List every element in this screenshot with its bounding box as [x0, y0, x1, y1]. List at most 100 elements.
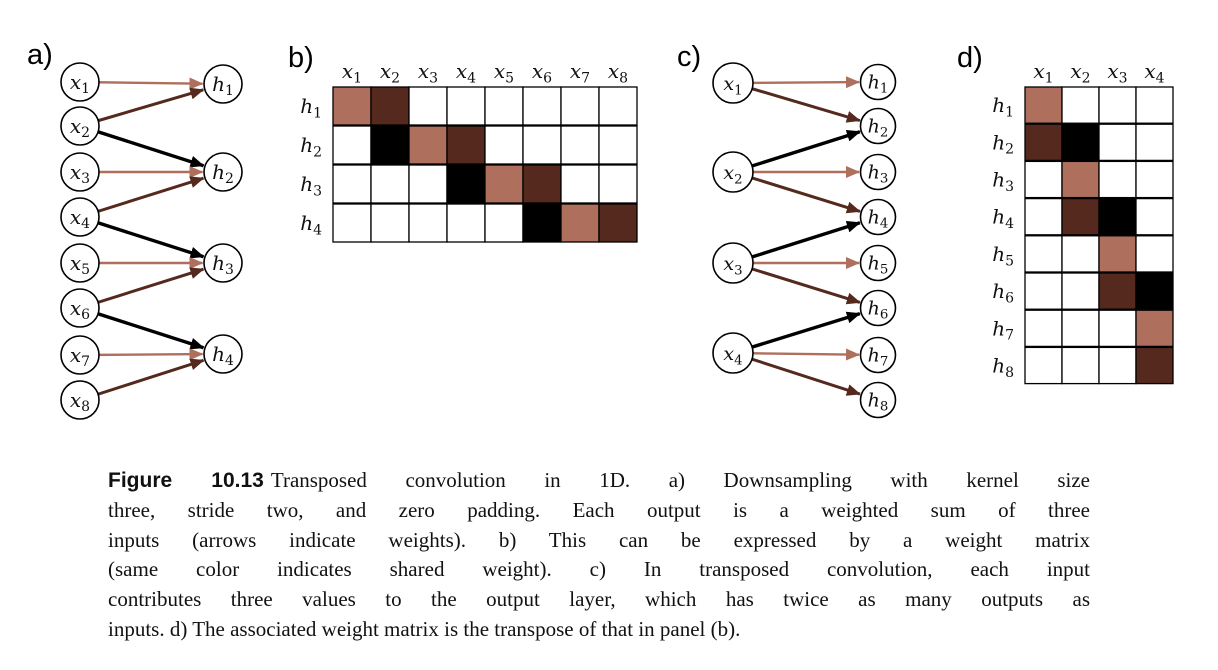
- edge-c-x4-h6: [732, 311, 861, 355]
- col-label-b-x7: x7: [570, 59, 590, 86]
- row-label-d-h6: h6: [992, 279, 1014, 306]
- node-label-c-x2: x2: [723, 162, 742, 187]
- cell-b-h4-x2-empty: [370, 203, 410, 243]
- cell-b-h1-x7-empty: [560, 86, 600, 126]
- row-label-b-h3: h3: [300, 172, 322, 199]
- panel-label-a: a): [27, 39, 53, 71]
- cell-d-h1-x1-weight-omega2-salmon: [1024, 86, 1063, 124]
- cell-b-h1-x3-empty: [408, 86, 448, 126]
- node-c-x1: [712, 62, 754, 104]
- cell-d-h3-x4-empty: [1135, 160, 1174, 199]
- cell-d-h4-x3-weight-omega1-black: [1098, 197, 1137, 236]
- node-c-h8: [859, 381, 897, 419]
- cell-b-h3-x2-empty: [370, 164, 410, 204]
- node-a-x6: [60, 288, 100, 328]
- cell-b-h2-x7-empty: [560, 125, 600, 165]
- row-label-d-h5: h5: [992, 242, 1014, 269]
- cell-b-h4-x6-weight-omega1-black: [522, 203, 562, 243]
- cell-d-h4-x4-empty: [1135, 197, 1174, 236]
- edge-c-x1-h2: [732, 81, 861, 123]
- row-label-d-h7: h7: [992, 316, 1014, 343]
- cell-b-h4-x4-empty: [446, 203, 486, 243]
- edge-a-x7-h4: [79, 348, 204, 361]
- edge-a-x6-h3: [79, 267, 205, 310]
- node-c-h5: [859, 244, 897, 282]
- caption-line-3: inputs (arrows indicate weights). b) Thi…: [108, 527, 1090, 552]
- cell-d-h8-x4-weight-omega3-brown: [1135, 346, 1174, 385]
- node-label-a-h1: h1: [212, 72, 234, 99]
- node-a-h1: [203, 64, 243, 104]
- edge-c-x4-h8: [732, 351, 861, 396]
- node-label-a-x1: x1: [70, 70, 90, 97]
- cell-b-h1-x8-empty: [598, 86, 638, 126]
- node-label-a-x8: x8: [70, 388, 90, 415]
- panel-label-c: c): [677, 41, 701, 73]
- node-c-h1: [859, 63, 897, 101]
- cell-d-h7-x4-weight-omega2-salmon: [1135, 309, 1174, 348]
- node-a-x7: [60, 335, 100, 375]
- node-label-c-h8: h8: [868, 389, 889, 414]
- node-c-x3: [712, 242, 754, 284]
- node-c-h7: [859, 336, 897, 374]
- node-label-c-h4: h4: [868, 206, 889, 231]
- cell-b-h2-x2-weight-omega1-black: [370, 125, 410, 165]
- node-c-h4: [859, 198, 897, 236]
- cell-b-h4-x3-empty: [408, 203, 448, 243]
- col-label-b-x4: x4: [456, 59, 476, 86]
- cell-b-h3-x1-empty: [332, 164, 372, 204]
- row-label-d-h8: h8: [992, 354, 1014, 381]
- cell-b-h1-x4-empty: [446, 86, 486, 126]
- node-a-h3: [203, 243, 243, 283]
- node-label-c-h6: h6: [868, 297, 889, 322]
- cell-b-h1-x6-empty: [522, 86, 562, 126]
- node-a-x8: [60, 380, 100, 420]
- node-label-c-h5: h5: [868, 252, 889, 277]
- cell-d-h8-x1-empty: [1024, 346, 1063, 385]
- edge-a-x6-h4: [79, 306, 205, 350]
- cell-b-h3-x3-empty: [408, 164, 448, 204]
- cell-d-h5-x3-weight-omega2-salmon: [1098, 235, 1137, 273]
- node-label-c-x3: x3: [723, 253, 742, 278]
- col-label-b-x2: x2: [380, 59, 400, 86]
- node-c-x2: [712, 151, 754, 193]
- cell-d-h2-x4-empty: [1135, 123, 1174, 162]
- node-a-x2: [60, 106, 100, 146]
- cell-d-h3-x2-weight-omega2-salmon: [1061, 160, 1100, 199]
- cell-d-h4-x1-empty: [1024, 197, 1063, 236]
- cell-d-h6-x2-empty: [1061, 272, 1100, 310]
- cell-b-h3-x6-weight-omega3-brown: [522, 164, 562, 204]
- cell-b-h2-x1-empty: [332, 125, 372, 165]
- node-label-a-x6: x6: [70, 296, 90, 323]
- node-a-h4: [203, 334, 243, 374]
- edge-a-x8-h4: [79, 358, 205, 402]
- node-label-a-x4: x4: [70, 205, 90, 232]
- cell-d-h6-x3-weight-omega3-brown: [1098, 272, 1137, 310]
- cell-b-h3-x7-empty: [560, 164, 600, 204]
- node-label-a-h2: h2: [212, 160, 234, 187]
- panel-label-b: b): [288, 42, 314, 74]
- cell-b-h4-x1-empty: [332, 203, 372, 243]
- node-label-c-h2: h2: [868, 115, 889, 140]
- cell-b-h1-x1-weight-omega2-salmon: [332, 86, 372, 126]
- node-label-a-x2: x2: [70, 114, 90, 141]
- node-c-h3: [859, 153, 897, 191]
- row-label-d-h1: h1: [992, 93, 1014, 120]
- node-label-a-h4: h4: [212, 342, 234, 369]
- row-label-b-h2: h2: [300, 133, 322, 160]
- caption-figure-number: Figure 10.13: [108, 469, 264, 492]
- cell-b-h2-x8-empty: [598, 125, 638, 165]
- cell-d-h2-x3-empty: [1098, 123, 1137, 162]
- caption-line-5: contributes three values to the output l…: [108, 587, 1090, 612]
- cell-b-h1-x5-empty: [484, 86, 524, 126]
- row-label-d-h2: h2: [992, 130, 1014, 157]
- node-a-x4: [60, 197, 100, 237]
- edge-c-x1-h1: [732, 76, 860, 89]
- cell-b-h2-x5-empty: [484, 125, 524, 165]
- panel-label-d: d): [957, 42, 983, 74]
- col-label-b-x5: x5: [494, 59, 514, 86]
- node-label-c-h7: h7: [868, 344, 889, 369]
- cell-b-h4-x7-weight-omega2-salmon: [560, 203, 600, 243]
